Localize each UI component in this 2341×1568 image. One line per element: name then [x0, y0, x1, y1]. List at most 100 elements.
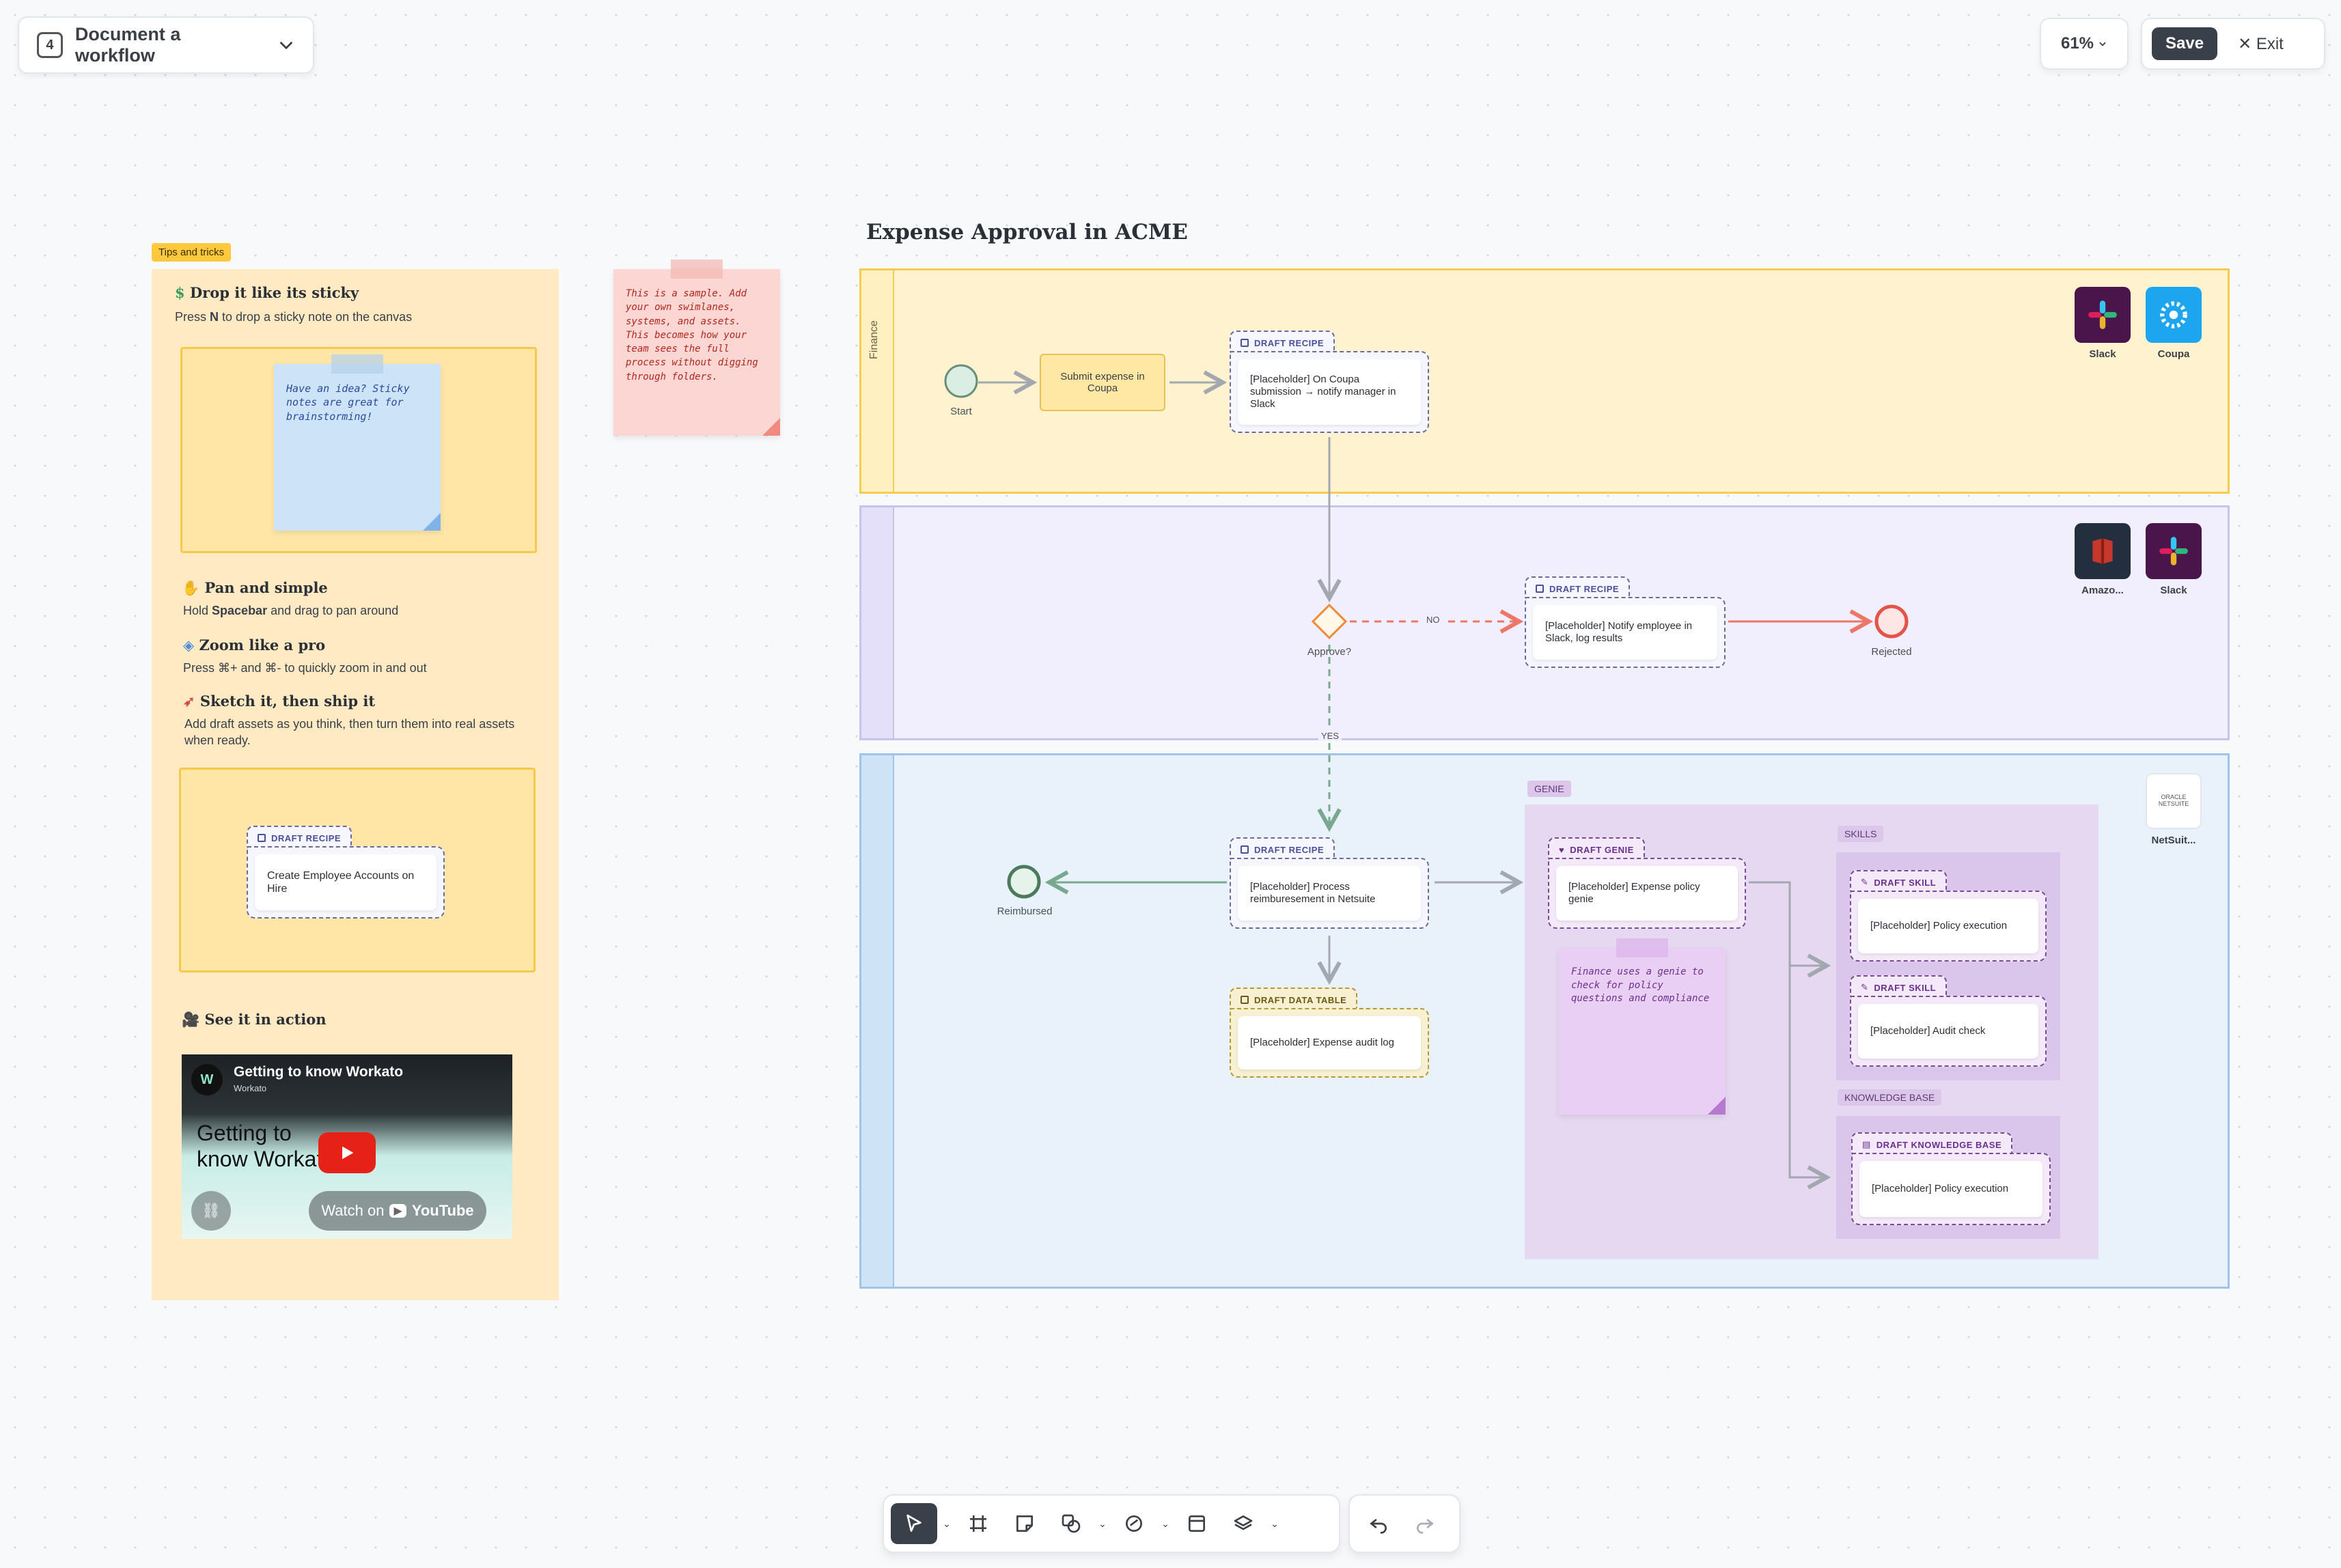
start-label: Start: [950, 406, 972, 417]
draft-kb-text: [Placeholder] Policy execution: [1859, 1161, 2042, 1217]
draft-skill-audit[interactable]: ✎DRAFT SKILL [Placeholder] Audit check: [1850, 975, 2047, 1067]
genie-sticky-note[interactable]: Finance uses a genie to check for policy…: [1559, 938, 1726, 1115]
tip-video-title: 🎥 See it in action: [182, 1011, 327, 1028]
app-slack[interactable]: Slack: [2073, 287, 2133, 360]
draft-knowledge-base[interactable]: ▤DRAFT KNOWLEDGE BASE [Placeholder] Poli…: [1851, 1132, 2051, 1225]
copy-link-icon[interactable]: ⛓: [191, 1191, 231, 1231]
sticky-tape: [331, 354, 383, 374]
draft-data-table-tag: DRAFT DATA TABLE: [1230, 988, 1358, 1011]
pointer-tool[interactable]: [891, 1503, 937, 1544]
draft-genie-tag: ♥DRAFT GENIE: [1548, 837, 1645, 860]
table-icon: [1241, 996, 1249, 1004]
heart-icon: ♥: [1559, 844, 1565, 855]
rejected-label: Rejected: [1871, 646, 1912, 658]
flow-genie-to-kb: [1788, 966, 1827, 1177]
workflow-selector[interactable]: 4 Document a workflow: [18, 16, 314, 74]
exit-button[interactable]: ✕ Exit: [2238, 34, 2284, 53]
draw-tool[interactable]: [1112, 1503, 1156, 1544]
reimbursed-label: Reimbursed: [997, 906, 1053, 917]
tip-pan-title: ✋ Pan and simple: [182, 579, 328, 596]
swimlane-header[interactable]: [861, 507, 894, 738]
tip-sticky-text: Press N to drop a sticky note on the can…: [175, 310, 413, 324]
sample-sticky-note[interactable]: This is a sample. Add your own swimlanes…: [613, 260, 780, 436]
draft-recipe-tag: DRAFT RECIPE: [1525, 576, 1631, 600]
chevron-down-icon[interactable]: ⌄: [1271, 1517, 1279, 1529]
shapes-tool[interactable]: [1049, 1503, 1093, 1544]
save-exit-group: Save ✕ Exit: [2141, 18, 2325, 70]
recipe-icon: [1536, 585, 1544, 593]
youtube-play-button[interactable]: [318, 1132, 376, 1173]
amazon-icon: [2075, 523, 2131, 579]
watch-on-youtube-button[interactable]: Watch on ▶ YouTube: [309, 1191, 486, 1231]
oracle-netsuite-icon: ORACLE NETSUITE: [2146, 773, 2202, 829]
close-icon: ✕: [2238, 34, 2256, 53]
draft-recipe-notify[interactable]: DRAFT RECIPE [Placeholder] Notify employ…: [1525, 576, 1726, 668]
chevron-down-icon[interactable]: ⌄: [1098, 1517, 1107, 1529]
sticky-tool[interactable]: [1003, 1503, 1047, 1544]
draw-icon: [1126, 1515, 1142, 1532]
video-title: Getting to know Workato: [234, 1064, 404, 1080]
app-netsuite[interactable]: ORACLE NETSUITE NetSuit...: [2144, 773, 2204, 846]
panel-tool[interactable]: [1175, 1503, 1219, 1544]
draft-recipe-tag: DRAFT RECIPE: [1230, 837, 1335, 860]
video-embed[interactable]: W Getting to know Workato Workato Gettin…: [182, 1054, 512, 1239]
zoom-dropdown[interactable]: 61%: [2040, 18, 2129, 70]
tip-sketch-title: ➶ Sketch it, then ship it: [183, 692, 376, 710]
play-icon: [342, 1146, 354, 1160]
app-coupa[interactable]: Coupa: [2144, 287, 2204, 360]
video-thumbnail-title: Getting to know Workato: [197, 1121, 335, 1172]
tip-zoom-title: ◈ Zoom like a pro: [183, 636, 326, 654]
draft-recipe-tag: DRAFT RECIPE: [247, 826, 352, 849]
workflow-title: Document a workflow: [74, 24, 181, 66]
draft-recipe-netsuite[interactable]: DRAFT RECIPE [Placeholder] Process reimb…: [1230, 837, 1429, 929]
zoom-level: 61%: [2060, 34, 2094, 53]
genie-sticky-text: Finance uses a genie to check for policy…: [1571, 966, 1710, 1005]
diagram-title[interactable]: Expense Approval in ACME: [866, 220, 1188, 244]
sticky-note-text: Have an idea? Sticky notes are great for…: [286, 382, 410, 423]
frame-tool[interactable]: [956, 1503, 1000, 1544]
draft-recipe-coupa[interactable]: DRAFT RECIPE [Placeholder] On Coupa subm…: [1230, 331, 1429, 433]
app-slack[interactable]: Slack: [2144, 523, 2204, 596]
draft-data-table[interactable]: DRAFT DATA TABLE [Placeholder] Expense a…: [1230, 988, 1429, 1078]
draft-data-table-text: [Placeholder] Expense audit log: [1238, 1016, 1421, 1069]
chevron-down-icon[interactable]: ⌄: [1161, 1517, 1169, 1529]
redo-button[interactable]: [1403, 1503, 1447, 1544]
redo-icon: [1417, 1519, 1434, 1534]
save-button[interactable]: Save: [2152, 27, 2218, 60]
panel-icon: [1189, 1515, 1205, 1532]
camera-icon: 🎥: [182, 1011, 200, 1028]
canvas-toolbar: ⌄ ⌄ ⌄ ⌄: [883, 1494, 1340, 1553]
draft-skill-tag: ✎DRAFT SKILL: [1850, 975, 1948, 998]
draft-recipe-card[interactable]: DRAFT RECIPE Create Employee Accounts on…: [247, 826, 445, 919]
sticky-note-blue[interactable]: Have an idea? Sticky notes are great for…: [274, 354, 441, 531]
draft-skill-policy[interactable]: ✎DRAFT SKILL [Placeholder] Policy execut…: [1850, 870, 2047, 962]
genie-section-tag[interactable]: GENIE: [1527, 781, 1571, 797]
tips-tag[interactable]: Tips and tricks: [152, 243, 232, 262]
swimlane-header[interactable]: Finance: [861, 270, 894, 492]
swimlane-header[interactable]: [861, 755, 894, 1287]
draft-genie-text: [Placeholder] Expense policy genie: [1556, 866, 1738, 921]
recipe-icon: [1241, 845, 1249, 854]
slack-icon: [2146, 523, 2202, 579]
chevron-down-icon[interactable]: ⌄: [943, 1517, 951, 1529]
draft-demo-frame[interactable]: DRAFT RECIPE Create Employee Accounts on…: [179, 768, 536, 972]
flow-genie-to-skills: [1749, 881, 1827, 966]
draft-recipe-text: [Placeholder] On Coupa submission → noti…: [1238, 359, 1421, 425]
draft-skill-tag: ✎DRAFT SKILL: [1850, 870, 1948, 893]
sticky-demo-frame[interactable]: Have an idea? Sticky notes are great for…: [180, 347, 537, 553]
draft-skill-text: [Placeholder] Audit check: [1858, 1004, 2038, 1059]
rocket-icon: ➶: [183, 692, 195, 710]
slack-icon: [2075, 287, 2131, 343]
chevron-down-icon: [2099, 42, 2106, 46]
submit-expense-task[interactable]: Submit expense in Coupa: [1040, 354, 1165, 411]
undo-button[interactable]: [1357, 1503, 1400, 1544]
draft-skill-text: [Placeholder] Policy execution: [1858, 899, 2038, 953]
tips-panel[interactable]: $ Drop it like its sticky Press N to dro…: [152, 269, 559, 1300]
hand-icon: ✋: [182, 579, 200, 596]
app-amazon[interactable]: Amazo...: [2073, 523, 2133, 596]
undo-icon: [1370, 1519, 1387, 1534]
layers-tool[interactable]: [1221, 1503, 1265, 1544]
knowledge-base-section-tag[interactable]: KNOWLEDGE BASE: [1838, 1089, 1942, 1106]
skills-section-tag[interactable]: SKILLS: [1838, 826, 1884, 842]
draft-genie[interactable]: ♥DRAFT GENIE [Placeholder] Expense polic…: [1548, 837, 1746, 929]
